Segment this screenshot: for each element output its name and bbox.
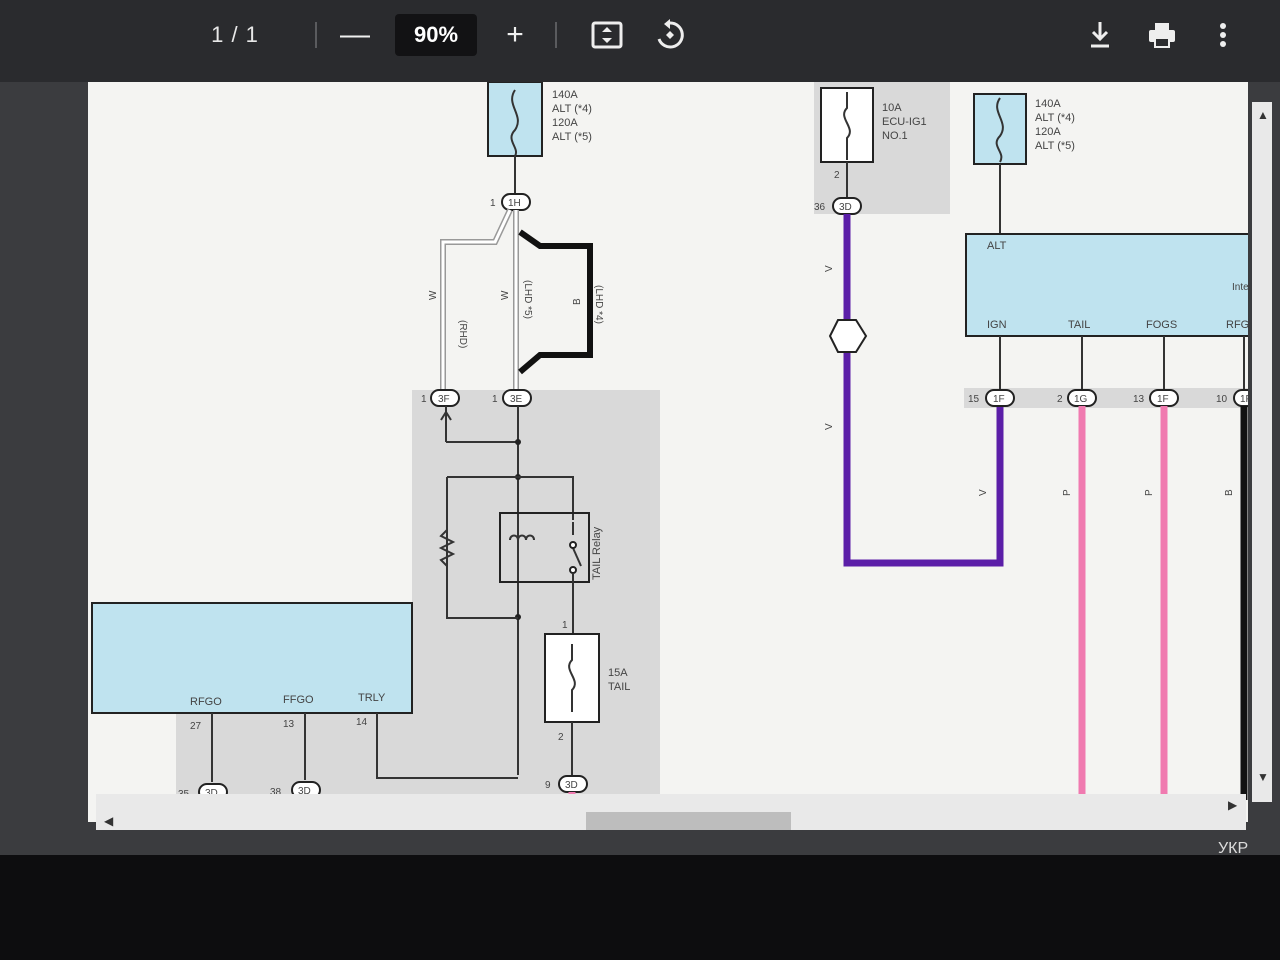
- pin-label: 38: [270, 787, 282, 798]
- connector-label: 1F: [1157, 394, 1169, 405]
- fuse-label-line: NO.1: [882, 130, 908, 142]
- pin-label: 13: [1133, 394, 1145, 405]
- fuse-label-line: 15A: [608, 667, 628, 679]
- wire-color-label: B: [1224, 489, 1235, 496]
- connector-label: 3D: [205, 788, 218, 799]
- fuse-140a-left: [487, 82, 543, 157]
- wire-label-lhd4: (LHD *4): [593, 285, 604, 324]
- relay-switch: [572, 547, 582, 567]
- pin-label: 1: [492, 394, 498, 405]
- zoom-level-input[interactable]: 90%: [395, 14, 477, 56]
- ecu-pin-name: RFG: [1226, 319, 1248, 331]
- pin-label: 1: [490, 198, 496, 209]
- relay-label: TAIL Relay: [591, 526, 603, 580]
- ecu-pin-name: FOGS: [1146, 319, 1177, 331]
- ecu-pin-name: TAIL: [1068, 319, 1090, 331]
- ecu-pin-name: RFGO: [190, 696, 222, 708]
- pdf-toolbar: 1 / 1 — 90% +: [0, 0, 1280, 82]
- fuse-label-line: ALT (*5): [552, 131, 592, 143]
- more-vertical-icon[interactable]: [1203, 14, 1243, 56]
- connector-label: 3D: [839, 202, 852, 213]
- ecu-box-left: [91, 602, 413, 714]
- connector-label: 3D: [298, 786, 311, 797]
- fit-page-icon[interactable]: [587, 14, 627, 56]
- ecu-pin-name: IGN: [987, 319, 1007, 331]
- violet-wire: [843, 214, 1004, 567]
- connector-1f: [1233, 389, 1248, 407]
- scroll-down-icon[interactable]: ▼: [1257, 770, 1269, 784]
- wire-label-rhd: (RHD): [457, 320, 468, 348]
- scroll-left-icon[interactable]: ◀: [104, 814, 114, 828]
- pin-label: 2: [1057, 394, 1063, 405]
- connector-label: 3D: [565, 780, 578, 791]
- wire-label-w: W: [500, 290, 511, 300]
- pin-label: 13: [283, 719, 295, 730]
- ecu-label-partial: Inte: [1232, 282, 1248, 293]
- pin-label: 36: [814, 202, 826, 213]
- fuse-label-line: ALT (*5): [1035, 140, 1075, 152]
- resistor-symbol: [438, 529, 456, 567]
- pin-label: 15: [968, 394, 980, 405]
- ecu-pin-name: ALT: [987, 240, 1007, 252]
- page-indicator: 1 / 1: [211, 22, 259, 47]
- scroll-up-icon[interactable]: ▲: [1257, 108, 1269, 122]
- connector-label: 1F: [1240, 394, 1248, 405]
- wire-color-label: V: [978, 489, 989, 496]
- connector-label: 1H: [508, 198, 521, 209]
- fuse-label-line: 10A: [882, 102, 902, 114]
- pin-label: 10: [1216, 394, 1228, 405]
- wire-color-label: P: [1062, 489, 1073, 496]
- fuse-label-line: 140A: [1035, 98, 1061, 110]
- fuse-label-line: ECU-IG1: [882, 116, 927, 128]
- wire-label-lhd5: (LHD *5): [522, 280, 533, 319]
- junction-octagon: [828, 319, 868, 353]
- pin-label: 1: [421, 394, 427, 405]
- print-icon[interactable]: [1142, 14, 1182, 56]
- pin-label: 14: [356, 717, 368, 728]
- ecu-pin-name: TRLY: [358, 692, 386, 704]
- horizontal-scrollbar[interactable]: ◀ ▶: [96, 794, 1246, 830]
- connector-1f: [985, 389, 1015, 407]
- rotate-icon[interactable]: [650, 14, 690, 56]
- fuse-label-line: 120A: [1035, 126, 1061, 138]
- pin-label: 2: [558, 732, 564, 743]
- toolbar-divider: [555, 22, 557, 48]
- fuse-label-line: TAIL: [608, 681, 630, 693]
- pdf-page[interactable]: 140A ALT (*4) 120A ALT (*5) 1H 1 W (RHD)…: [88, 82, 1248, 822]
- toolbar-divider: [315, 22, 317, 48]
- pin-label: 2: [834, 170, 840, 181]
- scroll-right-icon[interactable]: ▶: [1228, 798, 1238, 812]
- tail-relay-box: [499, 512, 590, 583]
- language-indicator[interactable]: УКР: [1218, 840, 1249, 857]
- connector-label: 1G: [1074, 394, 1088, 405]
- connector-label: 3E: [510, 394, 523, 405]
- fuse-label-line: 120A: [552, 117, 578, 129]
- vertical-scrollbar[interactable]: ▲ ▼: [1252, 102, 1272, 802]
- wire-color-label: P: [1144, 489, 1155, 496]
- ecu-pin-name: FFGO: [283, 694, 314, 706]
- document-viewer[interactable]: 140A ALT (*4) 120A ALT (*5) 1H 1 W (RHD)…: [0, 82, 1280, 872]
- fuse-label-line: ALT (*4): [1035, 112, 1075, 124]
- plus-icon[interactable]: +: [506, 18, 524, 51]
- download-icon[interactable]: [1080, 14, 1120, 56]
- horizontal-scroll-thumb[interactable]: [586, 812, 791, 830]
- fuse-label-line: 140A: [552, 89, 578, 101]
- wire-color-label: V: [824, 423, 835, 430]
- fuse-label-line: ALT (*4): [552, 103, 592, 115]
- ecu-box-right: [965, 233, 1248, 337]
- taskbar: [0, 855, 1280, 960]
- wire-label-b: B: [572, 298, 583, 305]
- connector-label: 3F: [438, 394, 450, 405]
- wire-label-w: W: [428, 290, 439, 300]
- relay-coil: [509, 534, 535, 541]
- wiring-diagram: 140A ALT (*4) 120A ALT (*5) 1H 1 W (RHD)…: [91, 82, 1248, 822]
- connector-label: 1F: [993, 394, 1005, 405]
- shaded-region-relay: [412, 390, 660, 800]
- minus-icon[interactable]: —: [340, 18, 370, 51]
- pin-label: 27: [190, 721, 202, 732]
- pin-label: 9: [545, 780, 551, 791]
- pin-label: 1: [562, 620, 568, 631]
- wire-color-label: V: [824, 265, 835, 272]
